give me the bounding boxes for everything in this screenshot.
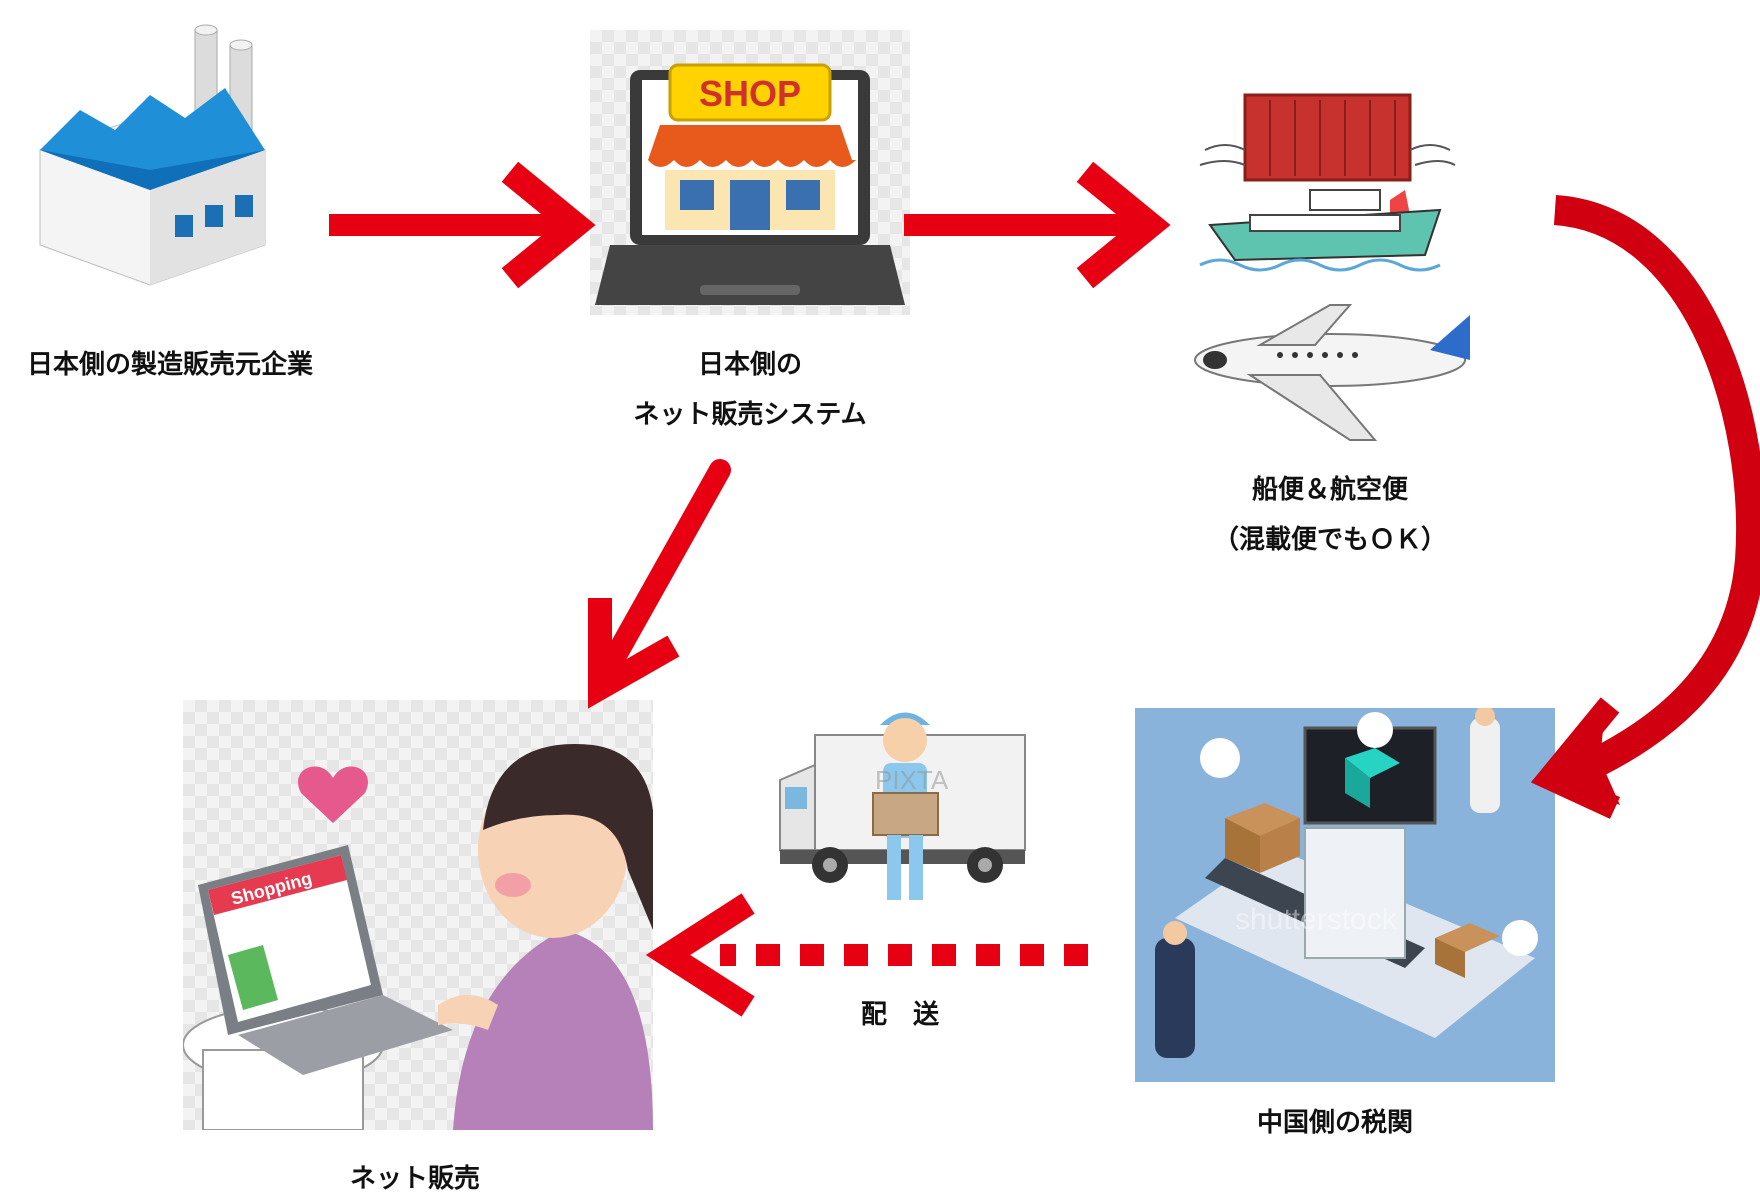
- shop-label-line2: ネット販売システム: [633, 400, 867, 430]
- arrow-shop-to-consumer: [588, 459, 731, 709]
- heart-icon: [298, 766, 368, 823]
- delivery-image: PIXTA: [775, 695, 1035, 915]
- consumer-label: ネット販売: [349, 1164, 480, 1194]
- shop-label-line1: 日本側の: [697, 350, 802, 380]
- shutterstock-watermark: shutterstock: [1235, 903, 1397, 936]
- airplane-icon: [1194, 304, 1470, 441]
- laptop-shop-icon: SHOP: [595, 63, 905, 305]
- customs-label: 中国側の税関: [1256, 1108, 1413, 1138]
- laptop-shop-image: SHOP: [590, 30, 910, 315]
- shipping-label: 船便＆航空便 （混載便でもＯＫ）: [1180, 465, 1480, 565]
- container-ship-icon: [1199, 93, 1456, 272]
- delivery-truck-icon: [779, 712, 1026, 900]
- woman-shopping-icon: Shopping: [182, 744, 668, 1131]
- delivery-label: 配 送: [860, 1000, 939, 1030]
- factory-label: 日本側の製造販売元企業: [26, 350, 313, 380]
- factory-icon: [39, 24, 266, 286]
- arrow-shop-to-shipping: [904, 161, 1171, 289]
- arrow-factory-to-shop: [329, 161, 596, 289]
- arrow-shipping-to-customs: [1530, 195, 1760, 819]
- pixta-watermark: PIXTA: [875, 765, 949, 795]
- arrow-customs-to-consumer: [645, 893, 1088, 1017]
- shop-sign-text: SHOP: [699, 73, 801, 114]
- shipping-label-line2: （混載便でもＯＫ）: [1212, 525, 1447, 555]
- customs-inspection-icon: [1135, 708, 1555, 1082]
- consumer-image: Shopping: [182, 700, 668, 1131]
- shipping-label-line1: 船便＆航空便: [1251, 475, 1408, 505]
- customs-image: shutterstock: [1135, 708, 1555, 1082]
- shop-label: 日本側の ネット販売システム: [565, 340, 935, 440]
